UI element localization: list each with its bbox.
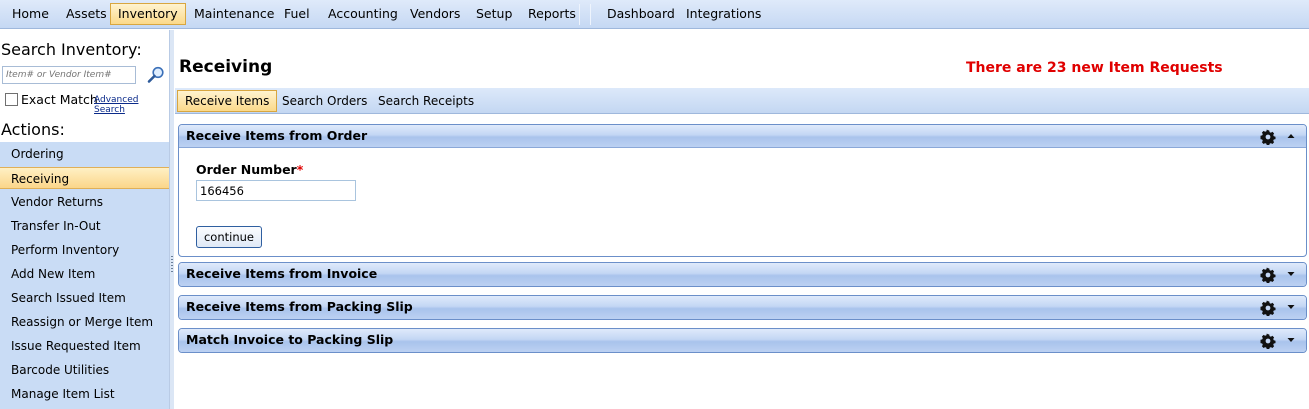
chevron-down-icon[interactable] xyxy=(1286,302,1296,312)
action-reassign-or-merge-item[interactable]: Reassign or Merge Item xyxy=(11,315,154,329)
panel-header[interactable]: Receive Items from Invoice xyxy=(179,263,1306,286)
menu-assets[interactable]: Assets xyxy=(66,6,107,21)
exact-match-label: Exact Match xyxy=(21,92,98,107)
gear-icon[interactable] xyxy=(1260,267,1276,283)
action-add-new-item[interactable]: Add New Item xyxy=(11,267,96,281)
receiving-tabs: Receive Items Search Orders Search Recei… xyxy=(175,88,1309,114)
tab-search-orders[interactable]: Search Orders xyxy=(282,94,368,108)
panel-title: Match Invoice to Packing Slip xyxy=(186,332,394,347)
menu-fuel[interactable]: Fuel xyxy=(284,6,310,21)
required-mark: * xyxy=(296,162,304,177)
menu-vendors[interactable]: Vendors xyxy=(410,6,461,21)
panel-header[interactable]: Match Invoice to Packing Slip xyxy=(179,329,1306,352)
gear-icon[interactable] xyxy=(1260,333,1276,349)
gear-icon[interactable] xyxy=(1260,300,1276,316)
action-issue-requested-item[interactable]: Issue Requested Item xyxy=(11,339,141,353)
panel-title: Receive Items from Order xyxy=(186,128,368,143)
action-search-issued-item[interactable]: Search Issued Item xyxy=(11,291,126,305)
actions-list: Ordering Receiving Vendor Returns Transf… xyxy=(0,142,169,409)
action-receiving[interactable]: Receiving xyxy=(0,167,169,189)
search-icon[interactable] xyxy=(146,65,166,85)
menu-home[interactable]: Home xyxy=(12,6,49,21)
continue-button[interactable]: continue xyxy=(196,226,262,248)
menu-integrations[interactable]: Integrations xyxy=(686,6,762,21)
action-manage-item-list[interactable]: Manage Item List xyxy=(11,387,115,401)
sidebar-splitter[interactable] xyxy=(169,30,174,409)
panel-receive-from-packing-slip: Receive Items from Packing Slip xyxy=(178,295,1307,320)
panel-receive-from-invoice: Receive Items from Invoice xyxy=(178,262,1307,287)
actions-title: Actions: xyxy=(1,120,65,139)
menu-inventory[interactable]: Inventory xyxy=(110,3,186,25)
sidebar: Search Inventory: Exact Match Advanced S… xyxy=(0,30,169,409)
page-title: Receiving xyxy=(179,57,273,77)
chevron-up-icon[interactable] xyxy=(1286,131,1296,141)
menu-maintenance[interactable]: Maintenance xyxy=(194,6,275,21)
menu-separator xyxy=(590,4,591,25)
action-barcode-utilities[interactable]: Barcode Utilities xyxy=(11,363,110,377)
action-ordering[interactable]: Ordering xyxy=(11,147,64,161)
menu-reports[interactable]: Reports xyxy=(528,6,576,21)
menu-dashboard[interactable]: Dashboard xyxy=(607,6,675,21)
chevron-down-icon[interactable] xyxy=(1286,269,1296,279)
tab-receive-items[interactable]: Receive Items xyxy=(177,90,278,112)
menu-separator xyxy=(579,4,580,25)
action-vendor-returns[interactable]: Vendor Returns xyxy=(11,195,104,209)
order-number-label: Order Number* xyxy=(196,162,304,177)
panel-header[interactable]: Receive Items from Packing Slip xyxy=(179,296,1306,319)
tab-search-receipts[interactable]: Search Receipts xyxy=(378,94,475,108)
search-inventory-title: Search Inventory: xyxy=(1,40,142,59)
menu-accounting[interactable]: Accounting xyxy=(328,6,398,21)
splitter-grip-icon[interactable] xyxy=(171,256,173,274)
panel-receive-from-order: Receive Items from Order Order Number* c… xyxy=(178,124,1307,257)
panel-match-invoice-to-packing-slip: Match Invoice to Packing Slip xyxy=(178,328,1307,353)
exact-match-checkbox[interactable] xyxy=(5,93,18,106)
chevron-down-icon[interactable] xyxy=(1286,335,1296,345)
top-menu-bar: Home Assets Inventory Maintenance Fuel A… xyxy=(0,0,1309,29)
search-input[interactable] xyxy=(2,66,136,84)
panel-header[interactable]: Receive Items from Order xyxy=(179,125,1306,148)
action-perform-inventory[interactable]: Perform Inventory xyxy=(11,243,120,257)
menu-setup[interactable]: Setup xyxy=(476,6,513,21)
gear-icon[interactable] xyxy=(1260,129,1276,145)
order-number-field[interactable] xyxy=(196,180,356,201)
panel-title: Receive Items from Packing Slip xyxy=(186,299,413,314)
item-requests-alert[interactable]: There are 23 new Item Requests xyxy=(966,60,1223,76)
action-transfer-in-out[interactable]: Transfer In-Out xyxy=(11,219,101,233)
advanced-search-link[interactable]: Advanced Search xyxy=(94,95,139,115)
panel-title: Receive Items from Invoice xyxy=(186,266,378,281)
